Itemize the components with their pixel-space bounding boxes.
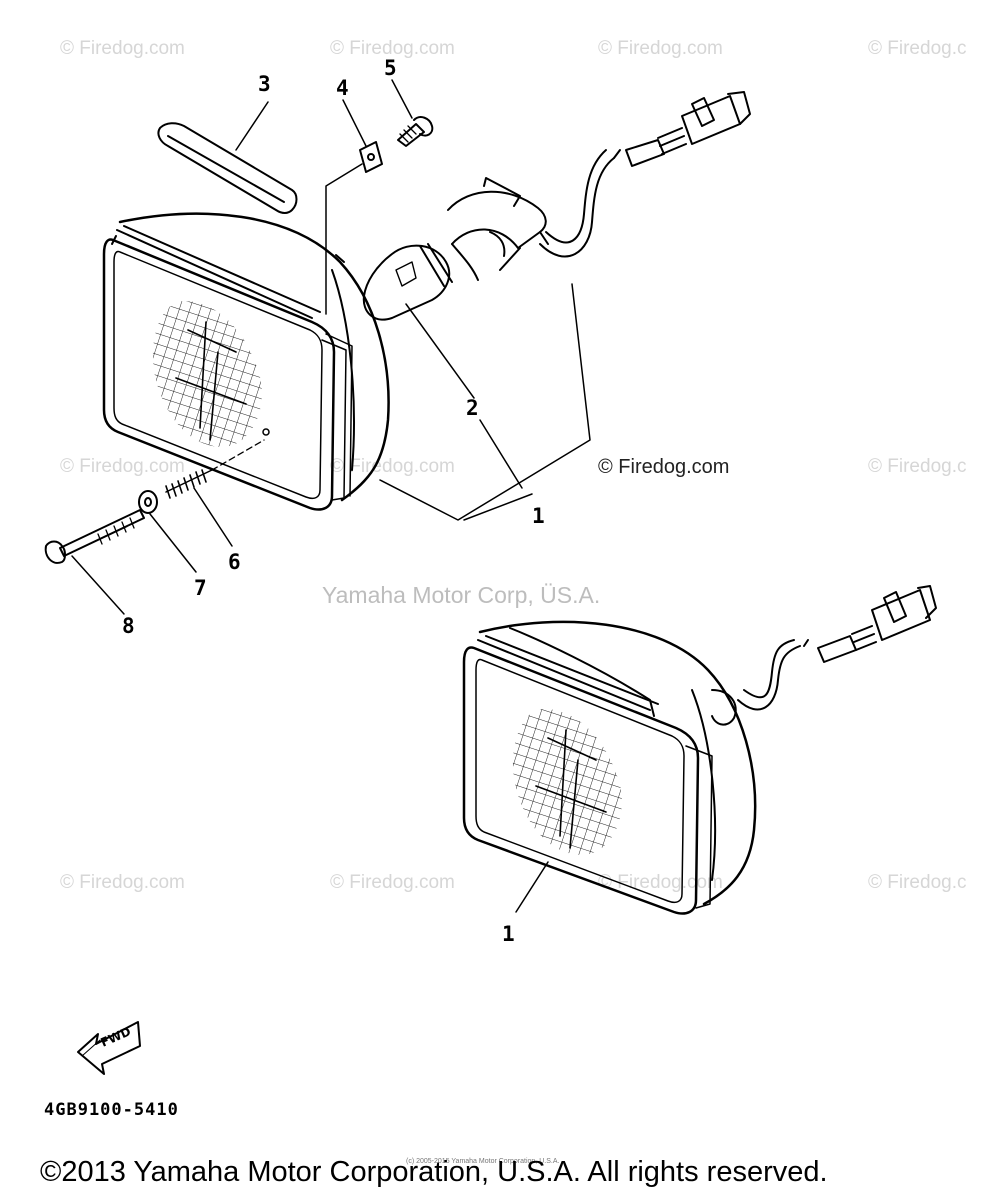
part-4-clip (325, 99, 383, 315)
callout-3: 3 (258, 72, 271, 96)
callout-2: 2 (466, 396, 479, 420)
callout-4: 4 (336, 76, 349, 100)
callout-5: 5 (384, 56, 397, 80)
callout-1: 1 (532, 504, 545, 528)
watermark-dark: © Firedog.com (598, 456, 730, 478)
part-5-screw (391, 79, 434, 147)
lower-headlight-housing (477, 620, 757, 906)
watermark: © Firedog.com (60, 456, 185, 477)
tiny-copyright: (c) 2005-2015 Yamaha Motor Corporation, … (406, 1158, 560, 1165)
watermark: © Firedog.com (598, 38, 723, 59)
fwd-arrow-icon (77, 1021, 141, 1075)
upper-wire-harness (539, 91, 751, 258)
watermark: © Firedog.com (330, 872, 455, 893)
part-3-trim-strip (157, 101, 298, 214)
upper-headlight-housing (111, 212, 390, 502)
watermark: © Firedog.com (60, 38, 185, 59)
part-2-bulb (362, 243, 475, 399)
callout-1-lower: 1 (502, 922, 515, 946)
leader-part-1-upper (379, 283, 591, 521)
part-7-washer (138, 490, 197, 573)
callout-6: 6 (228, 550, 241, 574)
bulb-socket (447, 177, 549, 281)
callout-8: 8 (122, 614, 135, 638)
watermark: © Firedog.com (330, 38, 455, 59)
watermark-yamaha: Yamaha Motor Corp, ÜS.A. (322, 582, 601, 608)
part-6-spring (165, 439, 265, 547)
lower-headlight-lens (462, 646, 713, 915)
copyright-notice: ©2013 Yamaha Motor Corporation, U.S.A. A… (40, 1156, 828, 1188)
watermark: © Firedog.com (598, 872, 723, 893)
watermark: © Firedog.c (868, 38, 967, 59)
lower-wire-harness (737, 585, 937, 711)
watermark: © Firedog.com (330, 456, 455, 477)
part-8-long-screw (44, 509, 145, 615)
part-code: 4GB9100-5410 (44, 1100, 179, 1120)
upper-headlight-lens (102, 238, 353, 511)
callout-7: 7 (194, 576, 207, 600)
watermark: © Firedog.com (60, 872, 185, 893)
watermark: © Firedog.c (868, 872, 967, 893)
watermark: © Firedog.c (868, 456, 967, 477)
